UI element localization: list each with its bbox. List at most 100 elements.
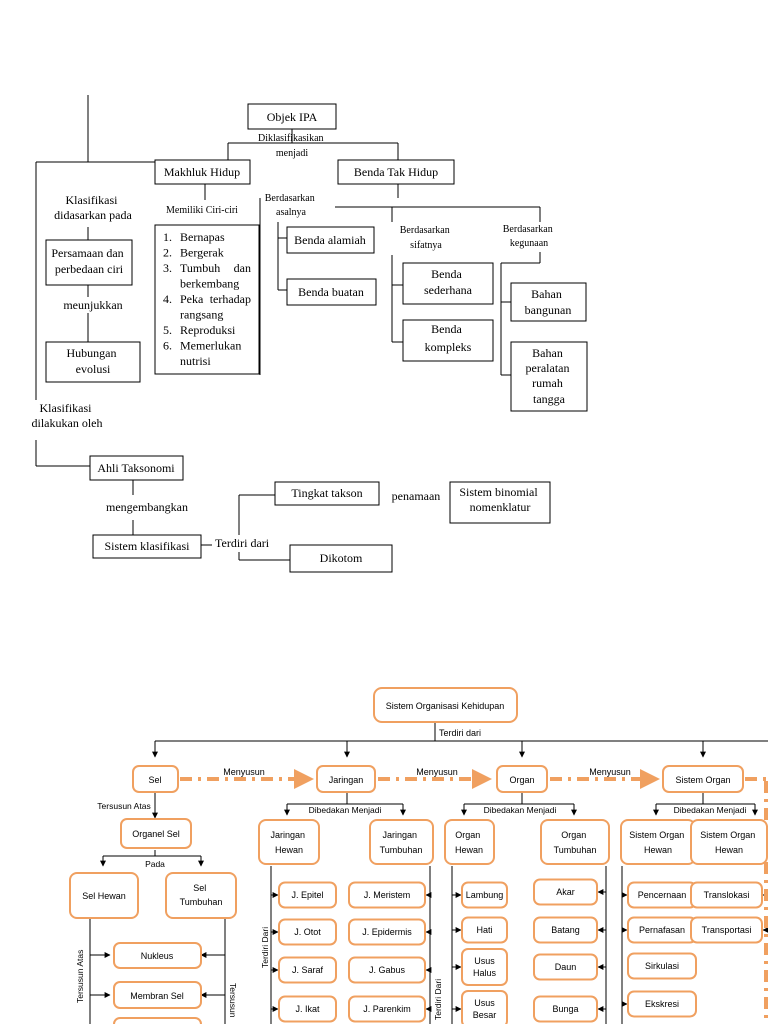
benda-alamiah-box	[286, 226, 375, 254]
jaringan-hewan-item-label: J. Epitel	[291, 890, 323, 900]
tersusun-vertical: Tersusun	[228, 983, 238, 1018]
jaringan-tumbuhan-item-box	[348, 881, 426, 909]
dikotom-label: Dikotom	[320, 551, 363, 565]
ciri-text: rangsang	[180, 308, 223, 322]
organ-tumbuhan-item-box	[533, 878, 598, 906]
organ-tumbuhan-box	[540, 819, 610, 865]
ciri-number: 5.	[163, 323, 172, 337]
bahan-bangunan-box	[510, 282, 587, 322]
jaringan-tumbuhan-box	[369, 819, 434, 865]
sistem-organ-tumbuhan-item-label: Translokasi	[704, 890, 750, 900]
jaringan-tumbuhan-item-label: J. Gabus	[369, 965, 406, 975]
bahan-peralatan-box	[510, 341, 588, 412]
organel-sel-box	[120, 818, 192, 849]
menyusun-flow	[180, 769, 768, 1024]
diklasifikasikan-label: Diklasifikasikan menjadi	[258, 133, 326, 159]
tingkat-takson-box	[274, 481, 380, 506]
organ-tumbuhan-item-label: Akar	[556, 887, 575, 897]
persamaan-label: Persamaan dan perbedaan ciri	[51, 246, 126, 276]
ciri-text: Peka	[180, 292, 204, 306]
sistem-organ-hewan-item-label: Ekskresi	[645, 999, 679, 1009]
sel-box	[132, 765, 179, 793]
organel-box-partial	[113, 1017, 202, 1024]
benda-buatan-label: Benda buatan	[298, 285, 364, 299]
sistem-organ-hewan-label-2: Sistem Organ Hewan	[700, 830, 758, 855]
berdasarkan-sifatnya-label: Berdasarkan sifatnya	[400, 225, 452, 251]
objek-ipa-box	[247, 103, 337, 130]
organ-dibedakan-label: Dibedakan Menjadi	[484, 805, 557, 815]
mengembangkan-label: mengembangkan	[106, 500, 188, 514]
jaringan-tumbuhan-item-label: J. Epidermis	[362, 927, 412, 937]
persamaan-box	[45, 239, 133, 286]
benda-kompleks-box	[402, 319, 494, 362]
klasifikasi-dasar-label: Klasifikasi didasarkan pada	[54, 193, 132, 222]
sistem-organ-hewan-box	[620, 819, 696, 865]
jaringan-hewan-item-box	[278, 956, 337, 984]
objek-ipa-label: Objek IPA	[267, 110, 318, 124]
sistem-organ-dibedakan-label: Dibedakan Menjadi	[674, 805, 747, 815]
organ-hewan-item-label: Hati	[476, 925, 492, 935]
sistem-organ-tumbuhan-item-box	[690, 916, 763, 944]
makhluk-hidup-label: Makhluk Hidup	[164, 165, 240, 179]
ciri-number: 2.	[163, 246, 172, 260]
berdasarkan-kegunaan-label: Berdasarkan kegunaan	[503, 224, 555, 249]
ciri-text-end: dan	[234, 261, 251, 275]
sistem-organ-hewan-item-label: Pernafasan	[639, 925, 685, 935]
terdiri-dari-vertical-2: Terdiri Dari	[433, 979, 443, 1020]
ciri-text: Bergerak	[180, 246, 224, 260]
organ-hewan-item-box	[461, 881, 508, 909]
membran-sel-label: Membran Sel	[130, 991, 184, 1001]
jaringan-dibedakan-label: Dibedakan Menjadi	[309, 805, 382, 815]
sistem-organ-tumbuhan-item-box	[690, 881, 763, 909]
organ-tumbuhan-item-box	[533, 995, 598, 1023]
ciri-text: berkembang	[180, 277, 239, 291]
jaringan-tumbuhan-item-label: J. Parenkim	[363, 1004, 411, 1014]
tersusun-atas-vertical: Tersusun Atas	[75, 950, 85, 1003]
memiliki-ciri-label: Memiliki Ciri-ciri	[166, 205, 238, 216]
sistem-organ-tumbuhan-item-label: Transportasi	[702, 925, 752, 935]
sel-tumbuhan-label: Sel Tumbuhan	[180, 883, 223, 907]
organization-map: Sistem Organisasi Kehidupan Terdiri dari…	[69, 687, 768, 1024]
sistem-organ-hewan-box-2	[690, 819, 768, 865]
sistem-klasifikasi-box	[92, 534, 202, 559]
jaringan-tumbuhan-list: J. Meristem J. Epidermis J. Gabus J. Parenk…	[348, 881, 426, 1023]
jaringan-hewan-item-label: J. Ikat	[295, 1004, 320, 1014]
nukleus-label: Nukleus	[141, 951, 174, 961]
jaringan-tumbuhan-item-label: J. Meristem	[364, 890, 411, 900]
membran-sel-box	[113, 981, 202, 1009]
organ-hewan-item-label: Lambung	[466, 890, 504, 900]
terdiri-dari-label: Terdiri dari	[215, 536, 270, 550]
sistem-organ-hewan-item-label: Sirkulasi	[645, 961, 679, 971]
classification-map: Objek IPA Diklasifikasikan menjadi Makhl…	[32, 95, 588, 573]
sistem-organ-label: Sistem Organ	[675, 775, 730, 785]
ciri-ciri-box	[154, 224, 260, 375]
benda-kompleks-label: Benda kompleks	[425, 322, 472, 354]
sistem-binomial-label: Sistem binomial nomenklatur	[459, 485, 540, 514]
jaringan-tumbuhan-item-box	[348, 918, 426, 946]
jaringan-label: Jaringan	[329, 775, 364, 785]
makhluk-hidup-box	[154, 159, 251, 185]
sistem-organ-hewan-label: Sistem Organ Hewan	[629, 830, 687, 855]
organ-hewan-box	[444, 819, 495, 865]
organ-hewan-item-box	[461, 916, 508, 944]
klasifikasi-oleh-label: Klasifikasi dilakukan oleh	[32, 401, 103, 430]
benda-tak-hidup-label: Benda Tak Hidup	[354, 165, 438, 179]
meunjukkan-label: meunjukkan	[63, 298, 122, 312]
sistem-organ-hewan-item-label: Pencernaan	[638, 890, 687, 900]
sistem-organ-hewan-item-box	[627, 990, 697, 1018]
ciri-text: Tumbuh	[180, 261, 220, 275]
tingkat-takson-label: Tingkat takson	[291, 486, 362, 500]
ciri-number: 4.	[163, 292, 172, 306]
jaringan-tumbuhan-item-box	[348, 956, 426, 984]
ciri-number: 3.	[163, 261, 172, 275]
jaringan-hewan-label: Jaringan Hewan	[270, 830, 307, 855]
jaringan-hewan-item-box	[278, 918, 337, 946]
ciri-number: 6.	[163, 339, 172, 353]
bahan-bangunan-label: Bahan bangunan	[525, 287, 572, 317]
sel-hewan-box	[69, 872, 139, 919]
ahli-taksonomi-label: Ahli Taksonomi	[97, 461, 175, 475]
